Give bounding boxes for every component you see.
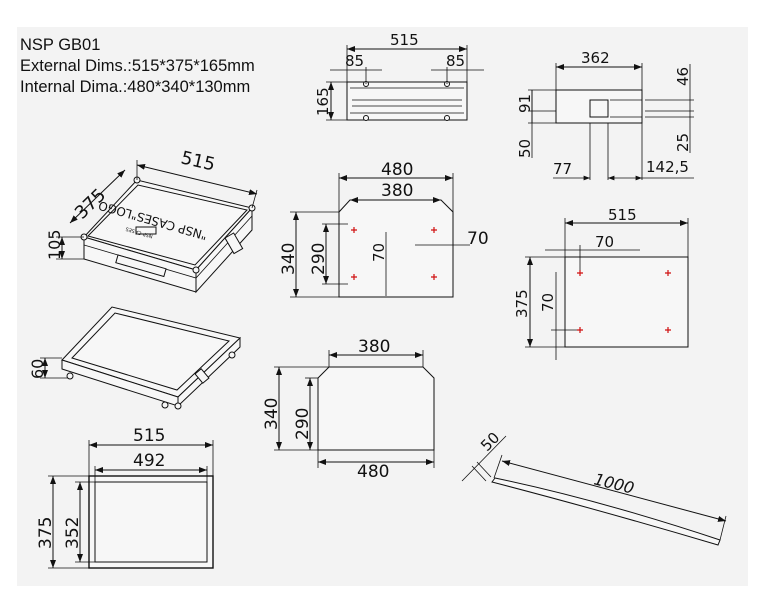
dim-inner-width: 380 <box>358 337 390 357</box>
dim-length: 515 <box>179 147 217 175</box>
latch-icon <box>194 368 210 384</box>
dim-inner-height: 290 <box>293 408 313 440</box>
iso-case-view: NSP CASES "NSP CASES"LOGO 515 375 105 <box>45 147 258 294</box>
dim-hole-vertical: 70 <box>370 243 388 262</box>
side-view: 362 91 50 46 25 77 142,5 <box>516 49 694 181</box>
hole-marks <box>577 270 671 333</box>
dim-height: 105 <box>45 229 64 260</box>
tray-iso-view: 60 <box>28 306 242 410</box>
dim-height: 375 <box>513 289 531 318</box>
dim-inner-height: 352 <box>63 517 83 549</box>
bottom-panel-view: 515 70 375 70 <box>513 206 689 360</box>
dim-bottom-right: 25 <box>674 133 692 152</box>
model-title: NSP GB01 <box>20 36 101 54</box>
dim-outer-width: 480 <box>357 462 389 482</box>
dim-width: 362 <box>581 49 610 67</box>
dim-height: 60 <box>28 359 47 379</box>
dim-outer-height: 375 <box>36 517 56 549</box>
dim-outer-height: 340 <box>262 398 282 430</box>
dim-hole-horizontal: 70 <box>467 229 489 249</box>
strip-view: 1000 50 <box>461 429 727 546</box>
dim-left-offset: 85 <box>345 52 364 70</box>
dim-height: 165 <box>314 87 332 116</box>
base-panel-view: 380 480 340 290 <box>262 337 435 482</box>
lid-panel-view: 480 380 340 290 70 70 <box>279 160 489 298</box>
external-dimensions: External Dims.:515*375*165mm <box>20 57 255 75</box>
dim-height: 91 <box>516 94 534 113</box>
dim-top-right: 46 <box>674 67 692 86</box>
dim-length: 515 <box>390 31 419 49</box>
dim-offset-x: 70 <box>595 233 614 251</box>
front-view: 515 85 85 165 <box>314 31 484 121</box>
dim-outer-width: 515 <box>133 426 165 446</box>
dim-right-offset: 142,5 <box>646 158 689 176</box>
dim-width: 50 <box>477 429 503 455</box>
dim-bottom: 50 <box>516 139 534 158</box>
dim-offset-y: 70 <box>539 293 557 312</box>
dim-length: 1000 <box>592 469 636 497</box>
dim-inner-height: 290 <box>309 243 329 275</box>
logo-badge <box>135 226 157 235</box>
latch-icon <box>224 232 244 255</box>
dim-right-offset: 85 <box>446 52 465 70</box>
dim-inner-width: 492 <box>133 451 165 471</box>
handle-icon <box>115 254 167 278</box>
hole-marks <box>351 227 437 280</box>
dim-left-offset: 77 <box>553 160 572 178</box>
dim-outer-width: 480 <box>381 160 413 180</box>
dim-outer-height: 340 <box>279 243 299 275</box>
dim-inner-width: 380 <box>381 181 413 201</box>
internal-dimensions: Internal Dima.:480*340*130mm <box>20 78 251 96</box>
frame-view: 515 492 375 352 <box>36 426 214 569</box>
dim-width: 515 <box>608 206 637 224</box>
